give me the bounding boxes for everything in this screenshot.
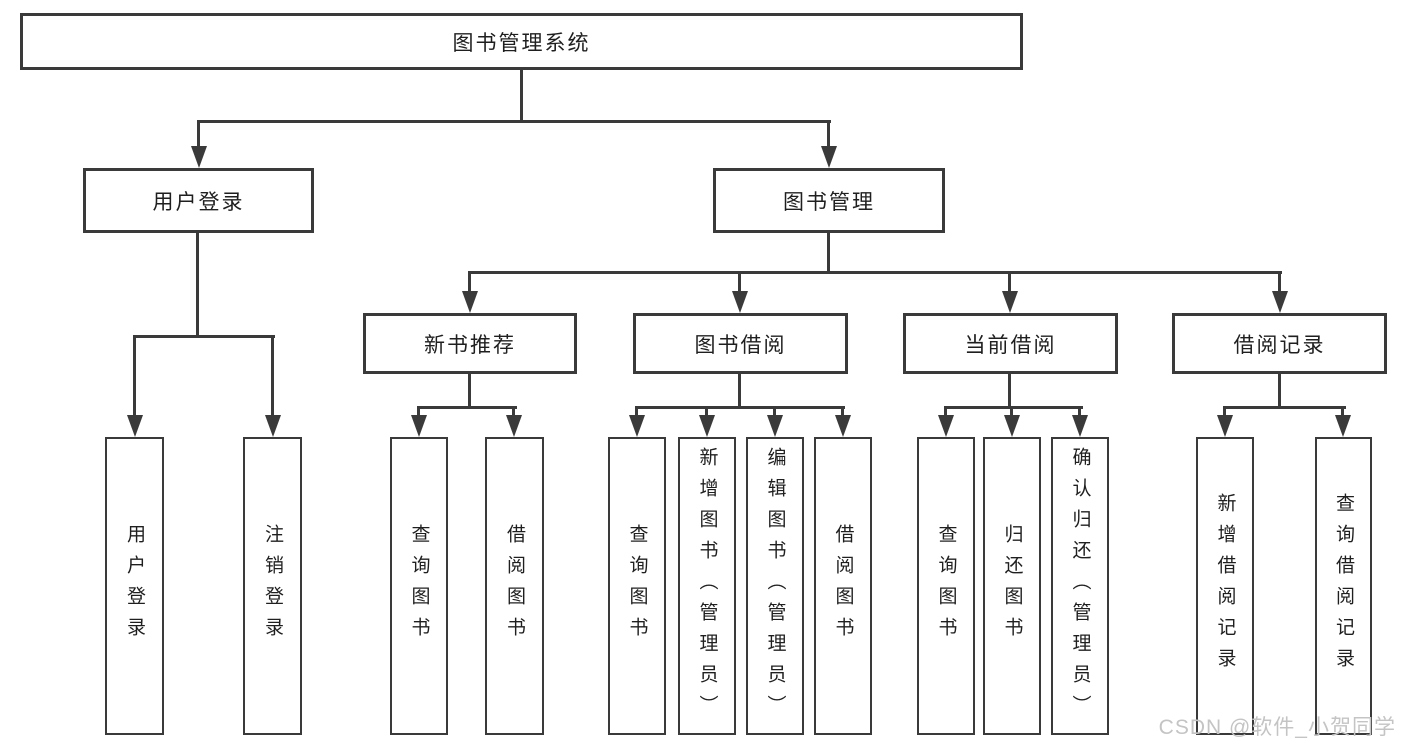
arrow-down-icon — [411, 415, 427, 437]
connector-leaf-drop — [271, 335, 274, 417]
arrow-down-icon — [191, 146, 207, 168]
connector-recommend-stem — [468, 374, 471, 408]
leaf-current-query-books: 查询图书 — [917, 437, 975, 735]
connector-borrow-branch — [635, 406, 845, 409]
node-current-borrow: 当前借阅 — [903, 313, 1118, 374]
connector-leaf-drop — [512, 406, 515, 418]
connector-user-login-branch — [133, 335, 275, 338]
connector-leaf-drop — [635, 406, 638, 418]
arrow-down-icon — [1072, 415, 1088, 437]
leaf-recommend-borrow-books: 借阅图书 — [485, 437, 544, 735]
arrow-down-icon — [835, 415, 851, 437]
arrow-down-icon — [821, 146, 837, 168]
arrow-down-icon — [1335, 415, 1351, 437]
connector-current-stem — [1008, 374, 1011, 408]
connector-records-stem — [1278, 374, 1281, 408]
leaf-query-borrow-record: 查询借阅记录 — [1315, 437, 1372, 735]
leaf-logout-label: 注销登录 — [262, 524, 283, 648]
node-book-borrow-label: 图书借阅 — [694, 333, 787, 357]
leaf-current-query-books-label: 查询图书 — [935, 524, 957, 648]
connector-user-login-drop — [197, 120, 200, 148]
connector-leaf-drop — [417, 406, 420, 418]
leaf-add-books-admin-label: 新增图书（管理员） — [696, 446, 718, 726]
leaf-return-books: 归还图书 — [983, 437, 1041, 735]
leaf-borrow-query-books-label: 查询图书 — [626, 524, 648, 648]
arrow-down-icon — [938, 415, 954, 437]
connector-leaf-drop — [841, 406, 844, 418]
connector-current-branch — [944, 406, 1083, 409]
arrow-down-icon — [127, 415, 143, 437]
node-new-book-recommend-label: 新书推荐 — [424, 333, 516, 357]
node-user-login-label: 用户登录 — [152, 190, 245, 214]
connector-borrow-stem — [738, 374, 741, 408]
leaf-add-books-admin: 新增图书（管理员） — [678, 437, 736, 735]
connector-root-branch — [197, 120, 831, 123]
csdn-watermark: CSDN @软件_小贺同学 — [1158, 716, 1396, 739]
connector-leaf-drop — [773, 406, 776, 418]
connector-leaf-drop — [705, 406, 708, 418]
arrow-down-icon — [265, 415, 281, 437]
leaf-edit-books-admin: 编辑图书（管理员） — [746, 437, 804, 735]
connector-leaf-drop — [1341, 406, 1344, 418]
connector-leaf-drop — [1223, 406, 1226, 418]
node-new-book-recommend: 新书推荐 — [363, 313, 577, 374]
node-borrow-records-label: 借阅记录 — [1233, 333, 1326, 357]
connector-records-branch — [1223, 406, 1346, 409]
leaf-confirm-return-admin: 确认归还（管理员） — [1051, 437, 1109, 735]
leaf-add-borrow-record: 新增借阅记录 — [1196, 437, 1254, 735]
leaf-query-borrow-record-label: 查询借阅记录 — [1333, 493, 1354, 679]
node-book-borrow: 图书借阅 — [633, 313, 848, 374]
arrow-down-icon — [629, 415, 645, 437]
leaf-return-books-label: 归还图书 — [1001, 524, 1023, 648]
connector-leaf-drop — [1010, 406, 1013, 418]
leaf-add-borrow-record-label: 新增借阅记录 — [1214, 493, 1236, 679]
node-book-management-label: 图书管理 — [783, 190, 875, 214]
connector-book-management-drop — [827, 120, 830, 148]
connector-current-drop — [1008, 271, 1011, 293]
leaf-borrow-books: 借阅图书 — [814, 437, 872, 735]
arrow-down-icon — [1272, 291, 1288, 313]
arrow-down-icon — [1004, 415, 1020, 437]
node-root-label: 图书管理系统 — [452, 31, 591, 55]
leaf-borrow-query-books: 查询图书 — [608, 437, 666, 735]
connector-book-management-stem — [827, 233, 830, 273]
connector-user-login-stem — [196, 233, 199, 337]
leaf-borrow-books-label: 借阅图书 — [832, 524, 854, 648]
leaf-confirm-return-admin-label: 确认归还（管理员） — [1069, 446, 1091, 726]
node-book-management: 图书管理 — [713, 168, 945, 233]
connector-leaf-drop — [944, 406, 947, 418]
arrow-down-icon — [1217, 415, 1233, 437]
arrow-down-icon — [506, 415, 522, 437]
leaf-user-login-label: 用户登录 — [124, 524, 145, 648]
connector-records-drop — [1278, 271, 1281, 293]
node-current-borrow-label: 当前借阅 — [964, 333, 1057, 357]
connector-leaf-drop — [133, 335, 136, 417]
leaf-recommend-query-books-label: 查询图书 — [408, 524, 430, 648]
node-root: 图书管理系统 — [20, 13, 1023, 70]
leaf-edit-books-admin-label: 编辑图书（管理员） — [764, 446, 786, 726]
leaf-logout: 注销登录 — [243, 437, 302, 735]
arrow-down-icon — [732, 291, 748, 313]
arrow-down-icon — [1002, 291, 1018, 313]
connector-recommend-branch — [417, 406, 517, 409]
arrow-down-icon — [462, 291, 478, 313]
arrow-down-icon — [699, 415, 715, 437]
connector-recommend-drop — [468, 271, 471, 293]
node-user-login: 用户登录 — [83, 168, 314, 233]
connector-root-stem — [520, 70, 523, 120]
connector-borrow-drop — [738, 271, 741, 293]
connector-level3-branch — [468, 271, 1282, 274]
leaf-recommend-borrow-books-label: 借阅图书 — [504, 524, 525, 648]
arrow-down-icon — [767, 415, 783, 437]
leaf-recommend-query-books: 查询图书 — [390, 437, 448, 735]
leaf-user-login: 用户登录 — [105, 437, 164, 735]
connector-leaf-drop — [1078, 406, 1081, 418]
node-borrow-records: 借阅记录 — [1172, 313, 1387, 374]
